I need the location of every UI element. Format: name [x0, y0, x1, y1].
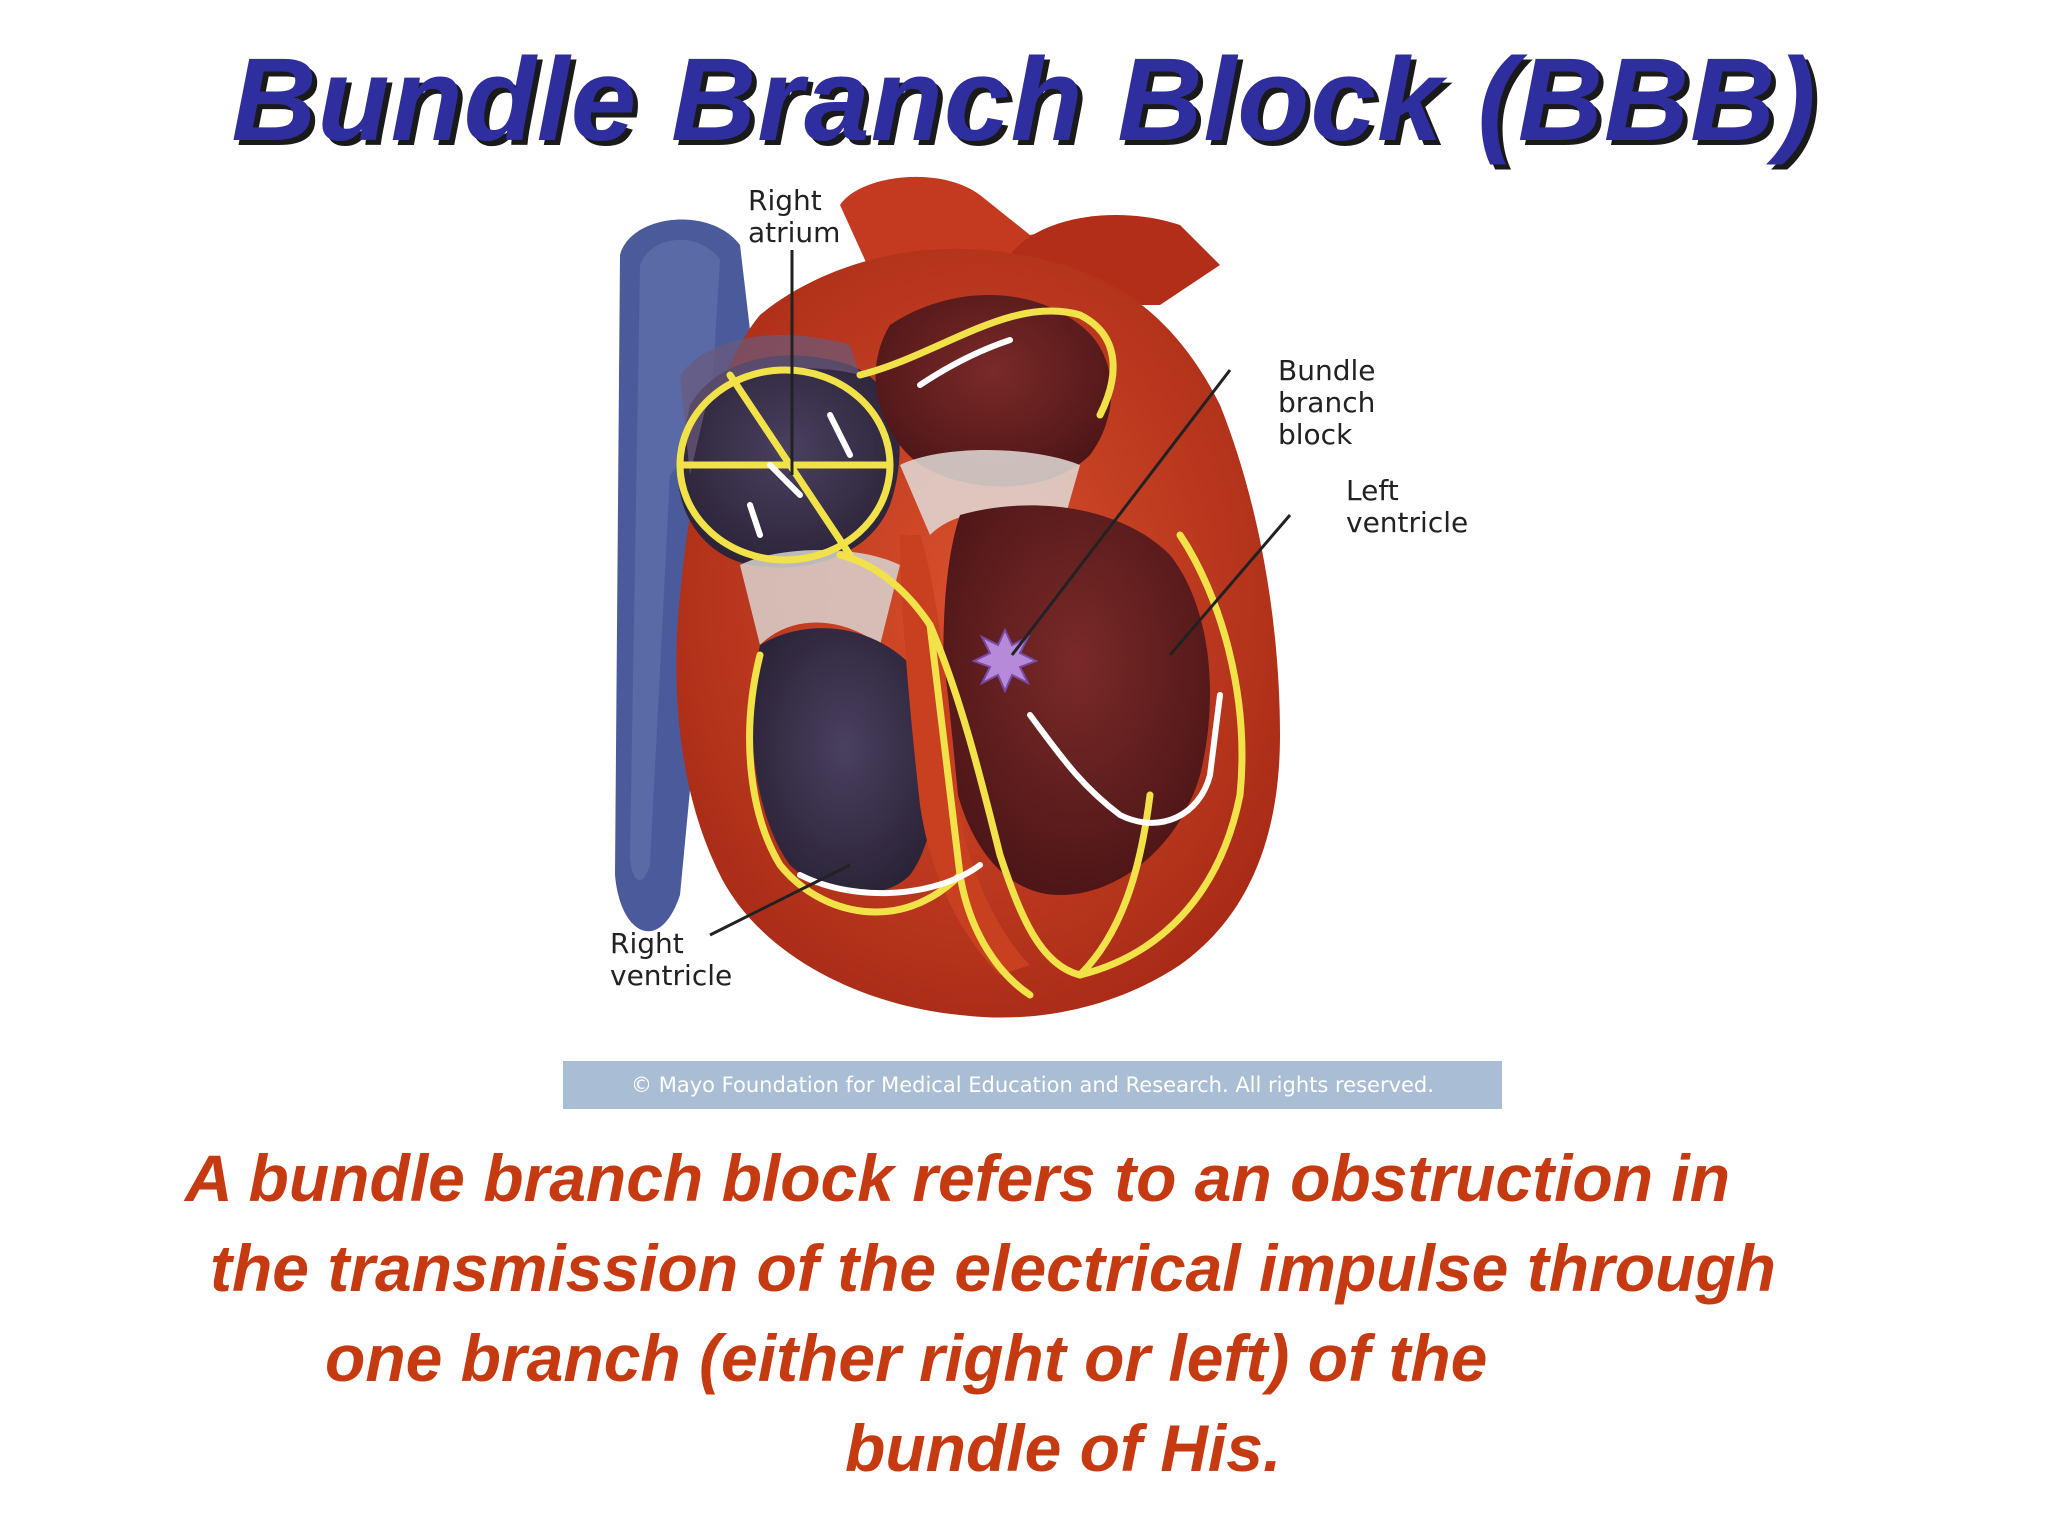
arrow-ra-1 [767, 462, 803, 498]
heart-diagram: Right atrium Bundle branch block Left ve… [560, 175, 1520, 1115]
tricuspid-valve [740, 550, 900, 645]
right-bundle-branch [926, 621, 1034, 999]
label-left-ventricle: Left ventricle [1346, 474, 1469, 539]
copyright-bar: © Mayo Foundation for Medical Education … [563, 1061, 1502, 1109]
arrow-ra-3 [747, 502, 763, 538]
impulse-arrows [747, 337, 1223, 897]
slide-title: Bundle Branch Block (BBB) [231, 34, 1817, 166]
av-node-path [836, 551, 934, 629]
arrow-ra-2 [827, 412, 853, 458]
copyright-text: © Mayo Foundation for Medical Education … [631, 1073, 1434, 1097]
leader-right-ventricle [709, 863, 851, 937]
right-ventricle-chamber [751, 628, 939, 894]
conduction-system [676, 307, 1246, 999]
atrial-pathway-2 [726, 371, 854, 559]
block-marker-icon [971, 627, 1039, 694]
right-purkinje [746, 651, 964, 916]
label-right-ventricle: Right ventricle [610, 927, 733, 992]
left-atrium-chamber [875, 295, 1112, 487]
label-bundle-branch-block: Bundle branch block [1278, 354, 1376, 451]
arrow-lv [1027, 692, 1223, 826]
arrow-atria [917, 337, 1013, 388]
bachmann-bundle [856, 307, 1117, 419]
label-leaders [709, 250, 1292, 937]
right-atrium-wall [680, 335, 860, 475]
caption-line-2: the transmission of the electrical impul… [210, 1231, 1776, 1305]
left-bundle-branch-blocked [926, 621, 1084, 979]
label-right-atrium: Right atrium [748, 184, 841, 249]
caption-line-1: A bundle branch block refers to an obstr… [185, 1141, 1731, 1215]
heart-illustration [615, 176, 1292, 1018]
caption-line-3: one branch (either right or left) of the [325, 1321, 1488, 1395]
leader-left-ventricle [1168, 514, 1292, 656]
caption-line-4: bundle of His. [845, 1411, 1282, 1485]
leader-bundle-branch-block [1010, 369, 1232, 656]
left-ventricle-chamber [943, 505, 1210, 895]
arrow-rv [797, 862, 983, 897]
